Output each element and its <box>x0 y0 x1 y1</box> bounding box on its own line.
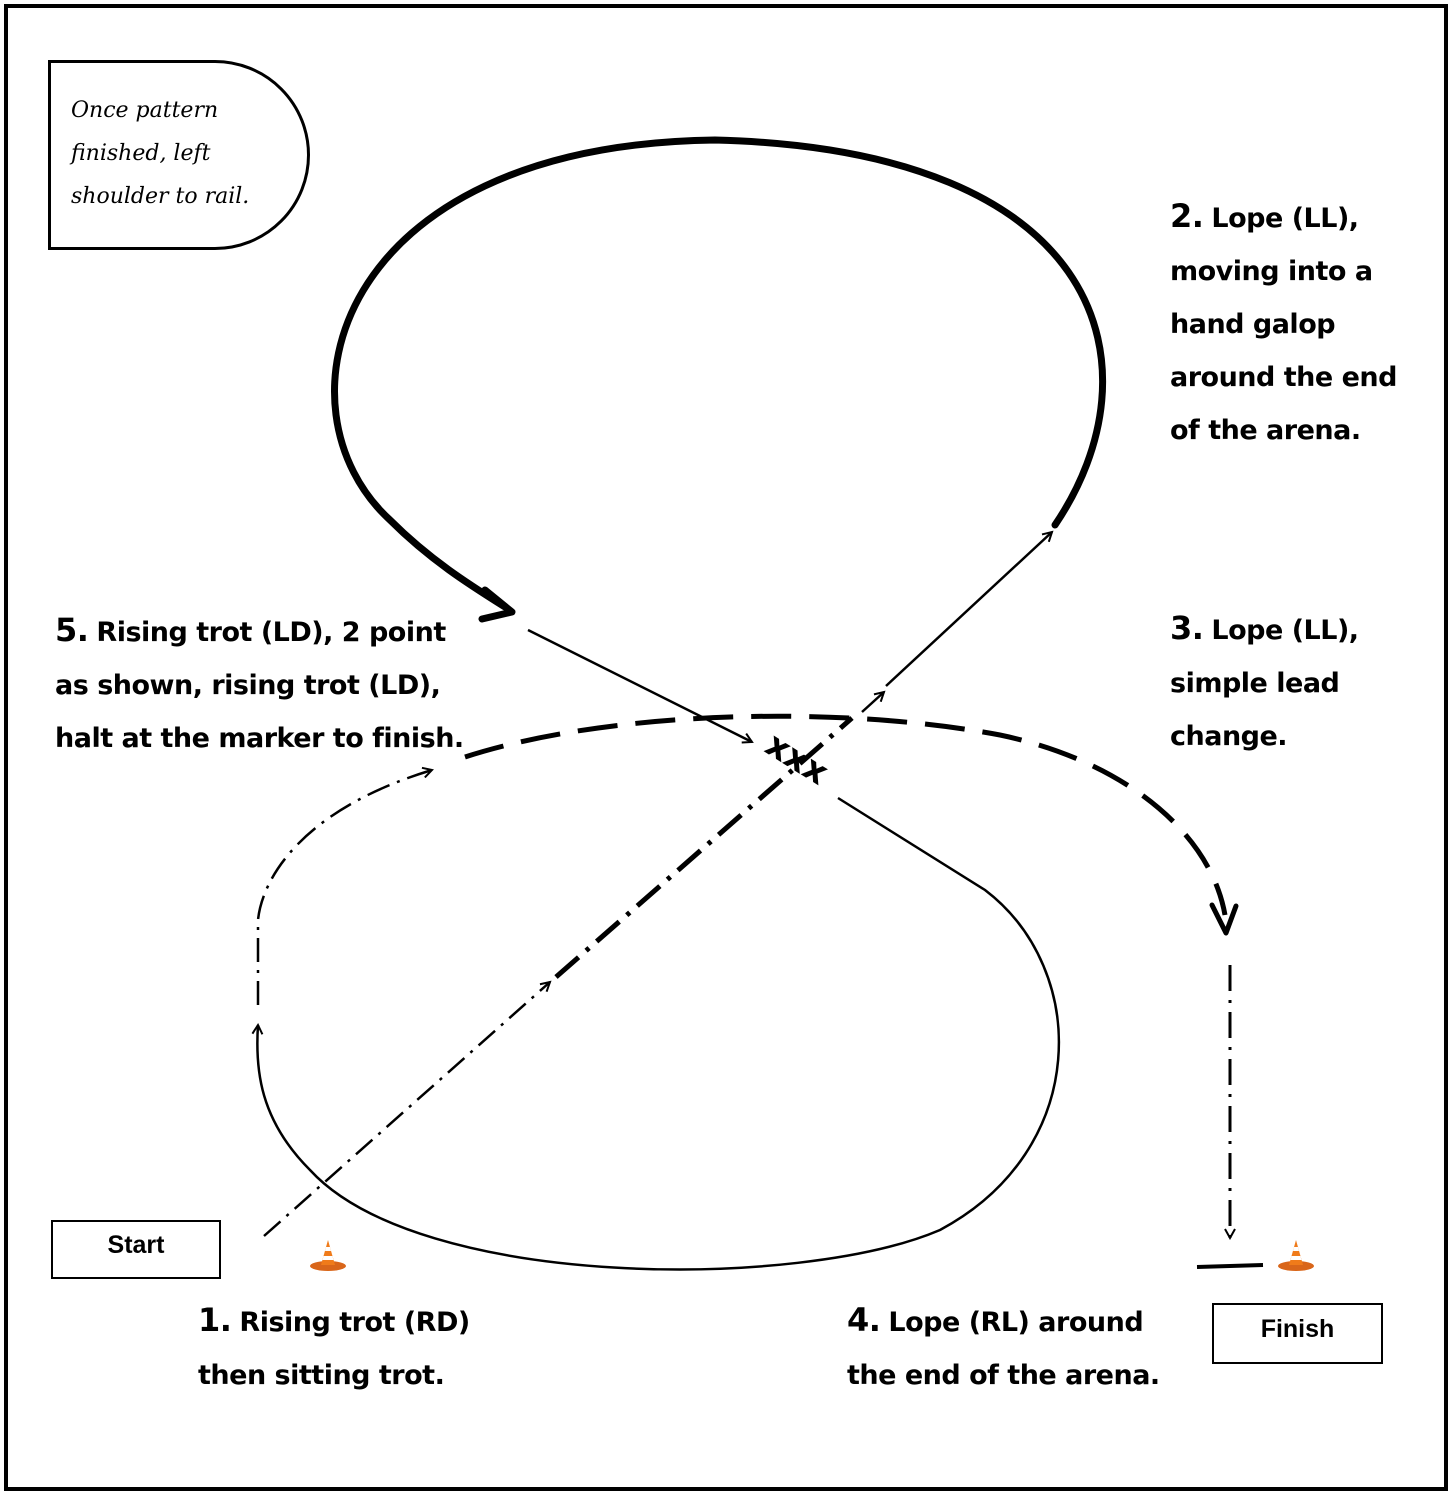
step-text-line: Lope (LL), <box>1211 615 1359 646</box>
diagonal-lope-line-2 <box>885 532 1052 687</box>
step-1-instruction: 1.Rising trot (RD) then sitting trot. <box>198 1294 470 1402</box>
step-text-line: halt at the marker to finish. <box>55 723 464 754</box>
step-number: 3. <box>1170 609 1204 647</box>
step-text-line: then sitting trot. <box>198 1360 445 1391</box>
note-line: finished, left <box>71 141 211 166</box>
lope-lead-change-dashed-path <box>464 713 1228 916</box>
start-label-box: Start <box>51 1220 221 1279</box>
lope-loop-top-arrowhead <box>478 586 516 623</box>
note-line: shoulder to rail. <box>71 184 250 209</box>
center-marker-xxx: xxx <box>758 725 835 794</box>
step-text-line: Rising trot (LD), 2 point <box>96 617 446 648</box>
note-line: Once pattern <box>71 98 219 123</box>
step-text-line: moving into a <box>1170 256 1373 287</box>
step-4-instruction: 4.Lope (RL) around the end of the arena. <box>847 1294 1160 1402</box>
rising-trot-dashdot-left-path <box>256 770 432 1005</box>
step-text-line: change. <box>1170 721 1288 752</box>
finish-label-box: Finish <box>1212 1303 1383 1364</box>
step-text-line: Rising trot (RD) <box>239 1307 470 1338</box>
step-3-instruction: 3.Lope (LL), simple lead change. <box>1170 602 1359 763</box>
step-text-line: the end of the arena. <box>847 1360 1160 1391</box>
diagonal-trot-line-5 <box>527 628 752 742</box>
step-text-line: simple lead <box>1170 668 1340 699</box>
step-number: 5. <box>55 611 89 649</box>
step-5-instruction: 5.Rising trot (LD), 2 point as shown, ri… <box>55 604 464 765</box>
traffic-cone-icon <box>310 1240 346 1271</box>
dashed-path-arrowhead <box>1209 902 1239 936</box>
two-point-dashdot-thick-path <box>554 716 854 979</box>
step-2-instruction: 2.Lope (LL), moving into a hand galop ar… <box>1170 190 1397 457</box>
lope-loop-bottom-path <box>257 796 1061 1271</box>
step-number: 2. <box>1170 197 1204 235</box>
diagonal-arrow-small <box>861 692 884 713</box>
traffic-cone-icon <box>1278 1240 1314 1271</box>
step-text-line: Lope (LL), <box>1211 203 1359 234</box>
page-border <box>4 4 1448 1491</box>
finish-marker-line <box>1196 1263 1264 1269</box>
step-text-line: as shown, rising trot (LD), <box>55 670 441 701</box>
step-text-line: Lope (RL) around <box>888 1307 1144 1338</box>
step-text-line: around the end <box>1170 362 1397 393</box>
note-bubble: Once pattern finished, left shoulder to … <box>48 60 310 250</box>
rising-trot-dashdot-diagonal-path <box>263 982 550 1237</box>
step-text-line: of the arena. <box>1170 415 1361 446</box>
step-text-line: hand galop <box>1170 309 1336 340</box>
lope-loop-top-path <box>331 136 1107 611</box>
step-number: 1. <box>198 1301 232 1339</box>
note-text: Once pattern finished, left shoulder to … <box>71 89 281 218</box>
step-number: 4. <box>847 1301 881 1339</box>
